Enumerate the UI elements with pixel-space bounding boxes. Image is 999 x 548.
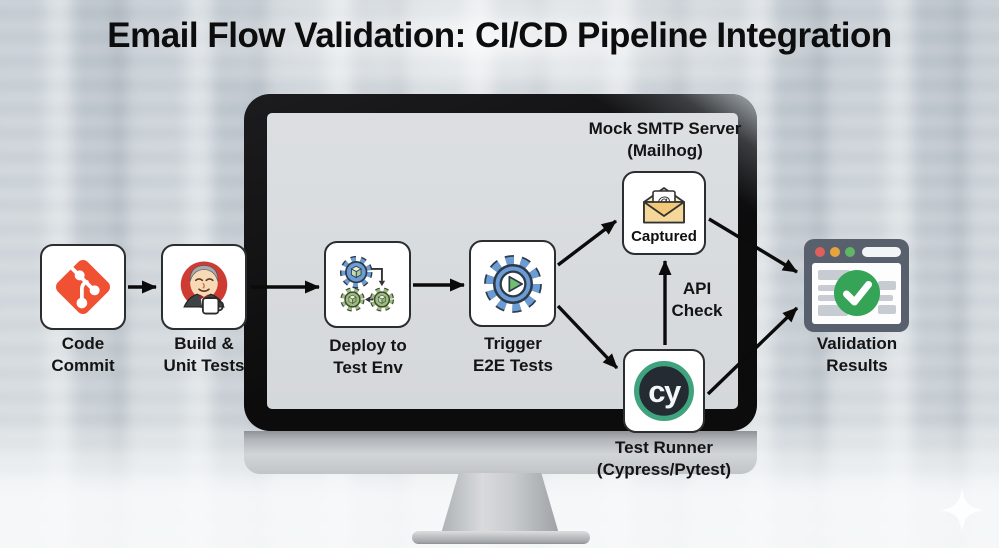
browser-address-bar <box>862 247 901 257</box>
gear-play-icon <box>483 254 542 313</box>
node-trigger-e2e-tests <box>469 240 556 327</box>
deploy-gears-icon <box>339 255 394 312</box>
label-validation-results: Validation Results <box>816 334 898 375</box>
label-deploy-test-env: Deploy to Test Env <box>329 336 407 377</box>
page-title: Email Flow Validation: CI/CD Pipeline In… <box>107 16 892 55</box>
browser-check-icon <box>804 239 909 332</box>
node-deploy-test-env <box>324 241 411 328</box>
sparkle-icon <box>940 488 984 532</box>
label-test-runner: Test Runner (Cypress/Pytest) <box>596 438 732 479</box>
node-code-commit <box>40 244 126 330</box>
node-validation-results <box>804 239 909 337</box>
label-code-commit: Code Commit <box>51 334 115 375</box>
monitor-stand-neck <box>441 473 559 534</box>
label-trigger-e2e-tests: Trigger E2E Tests <box>472 334 554 375</box>
cypress-icon: cy <box>634 361 694 421</box>
monitor-chin <box>244 431 757 474</box>
node-build-unit-tests <box>161 244 247 330</box>
label-api-check: API Check <box>671 279 723 320</box>
node-test-runner: cy <box>623 349 705 433</box>
browser-dot-green <box>845 247 855 257</box>
label-build-unit-tests: Build & Unit Tests <box>163 334 245 375</box>
check-circle <box>834 270 880 316</box>
git-icon <box>56 260 110 314</box>
label-mock-smtp-server: Mock SMTP Server (Mailhog) <box>588 119 742 160</box>
monitor-stand-base <box>412 531 590 544</box>
node-mock-smtp-server: @ Captured <box>622 171 706 255</box>
browser-dot-yellow <box>830 247 840 257</box>
cypress-logo-text: cy <box>648 374 682 409</box>
captured-email-icon: @ <box>643 187 685 224</box>
captured-status: Captured <box>631 228 697 245</box>
jenkins-icon <box>180 261 228 315</box>
browser-dot-red <box>815 247 825 257</box>
